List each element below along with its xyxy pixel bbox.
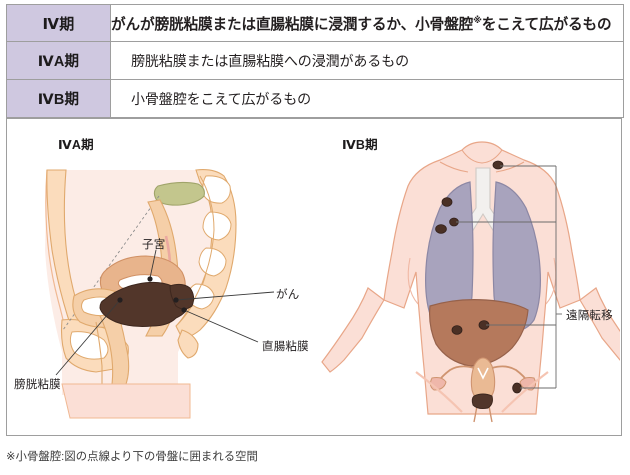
label-uterus: 子宮 xyxy=(142,239,166,251)
figure-caption-ivb: ⅣB期 xyxy=(342,138,378,152)
stage-label-iv: Ⅳ期 xyxy=(6,4,111,42)
stage-classification-table: Ⅳ期 がんが膀胱粘膜または直腸粘膜に浸潤するか、小骨盤腔※をこえて広がるもの Ⅳ… xyxy=(6,4,624,118)
stage-description-iv: がんが膀胱粘膜または直腸粘膜に浸潤するか、小骨盤腔※をこえて広がるもの xyxy=(110,4,624,42)
label-rectal-mucosa: 直腸粘膜 xyxy=(262,341,309,353)
label-bladder-mucosa: 膀胱粘膜 xyxy=(14,379,61,391)
label-cancer: がん xyxy=(276,289,300,301)
footnote-text: ※小骨盤腔:図の点線より下の骨盤に囲まれる空間 xyxy=(6,451,258,463)
table-row: Ⅳ期 がんが膀胱粘膜または直腸粘膜に浸潤するか、小骨盤腔※をこえて広がるもの xyxy=(6,4,624,42)
table-row: ⅣA期 膀胱粘膜または直腸粘膜への浸潤があるもの xyxy=(6,41,624,80)
label-distant-metastasis: 遠隔転移 xyxy=(566,310,613,322)
stage-description-ivb: 小骨盤腔をこえて広がるもの xyxy=(110,79,624,118)
stage-label-iva: ⅣA期 xyxy=(6,41,111,80)
stage-description-iv-text-tail: をこえて広がるもの xyxy=(481,16,612,33)
stage-description-iva: 膀胱粘膜または直腸粘膜への浸潤があるもの xyxy=(110,41,624,80)
stage-label-ivb: ⅣB期 xyxy=(6,79,111,118)
figure-caption-iva: ⅣA期 xyxy=(58,138,94,152)
footnote-marker: ※ xyxy=(473,14,482,25)
stage-description-iv-text: がんが膀胱粘膜または直腸粘膜に浸潤するか、小骨盤腔 xyxy=(111,16,474,33)
table-row: ⅣB期 小骨盤腔をこえて広がるもの xyxy=(6,79,624,118)
figure-panel xyxy=(6,118,622,436)
